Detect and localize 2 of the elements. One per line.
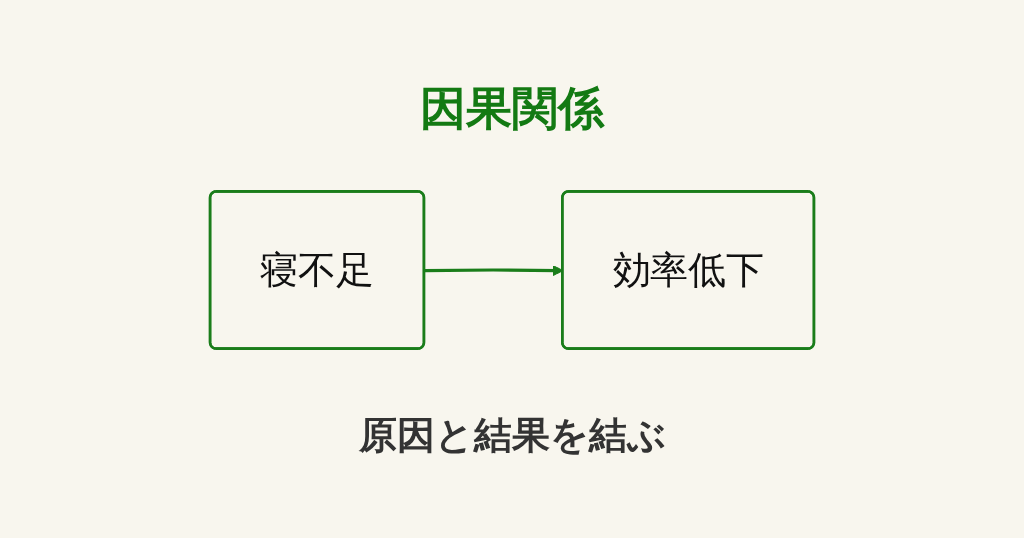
diagram-caption: 原因と結果を結ぶ <box>358 414 666 456</box>
diagram-title: 因果関係 <box>420 82 604 134</box>
